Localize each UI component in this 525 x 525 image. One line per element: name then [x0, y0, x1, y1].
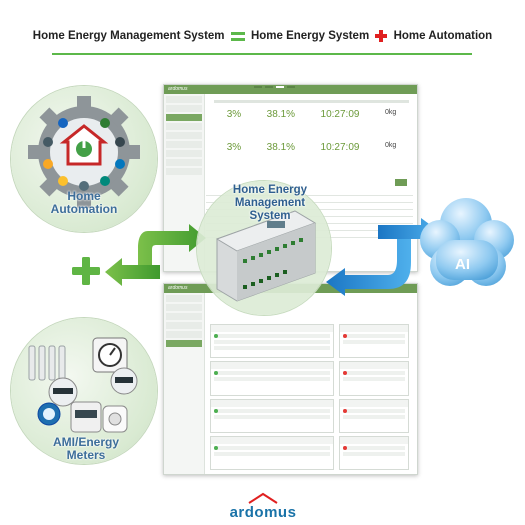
cloud-icon — [420, 198, 514, 286]
home-automation-graphic — [28, 96, 140, 208]
dashboard-sidebar — [164, 293, 205, 474]
brand-logo: ardomus — [215, 492, 311, 522]
tools-icon — [43, 137, 53, 147]
ai-label: AI — [455, 256, 470, 273]
house-icon — [59, 124, 109, 166]
title-home-automation: Home Automation — [393, 30, 493, 43]
dashboard-screenshot-bottom: ardomus — [163, 283, 418, 475]
gas-meter-icon — [70, 401, 102, 433]
controller-device-icon — [215, 210, 317, 302]
brand-name: ardomus — [229, 504, 297, 521]
hems-device — [215, 210, 317, 302]
metric-value: 3% — [226, 109, 242, 120]
home-automation-label: Home Automation — [50, 189, 118, 216]
smart-plug-icon — [102, 405, 128, 433]
sun-icon — [43, 159, 53, 169]
dashboard-logo: ardomus — [168, 285, 188, 291]
electric-meter-icon — [48, 377, 78, 407]
blue-arrow-left — [326, 239, 411, 296]
plus-icon — [375, 30, 388, 42]
title-hems: Home Energy Management System — [32, 30, 225, 43]
metric-value: 10:27:09 — [320, 142, 360, 153]
metric-value: 0kg — [384, 142, 397, 149]
dashboard-nav — [254, 86, 295, 88]
electric-meter-icon — [110, 367, 138, 395]
dashboard-logo: ardomus — [168, 86, 188, 92]
roof-icon — [248, 492, 278, 504]
bulb-icon — [58, 176, 68, 186]
metric-value: 0kg — [384, 109, 397, 116]
camera-icon — [79, 181, 89, 191]
diagram-title: Home Energy Management System Home Energ… — [0, 30, 525, 42]
ami-label: AMI/Energy Meters — [52, 435, 119, 462]
plus-icon — [72, 257, 100, 285]
device-cards-left — [210, 324, 334, 470]
ami-graphic — [28, 337, 138, 433]
device-cards-right — [339, 324, 409, 470]
plant-icon — [100, 118, 110, 128]
monitor-icon — [58, 118, 68, 128]
title-underline — [52, 53, 472, 55]
dashboard-topbar: ardomus — [164, 85, 417, 94]
lock-icon — [115, 137, 125, 147]
hems-label: Home Energy Management System — [232, 184, 308, 222]
metric-value: 10:27:09 — [320, 109, 360, 120]
dashboard-button — [395, 179, 407, 186]
water-meter-icon — [37, 402, 61, 426]
dial-meter-icon — [92, 337, 128, 373]
green-arrow-right — [138, 224, 206, 265]
metric-value: 38.1% — [266, 109, 296, 120]
meter-icon — [28, 345, 66, 381]
equals-icon — [230, 31, 245, 41]
dashboard-metrics: 3% 38.1% 10:27:09 0kg 3% 38.1% 10:27:09 … — [214, 100, 409, 153]
wifi-icon — [115, 159, 125, 169]
thermostat-icon — [100, 176, 110, 186]
metric-value: 3% — [226, 142, 242, 153]
metric-value: 38.1% — [266, 142, 296, 153]
title-home-energy-system: Home Energy System — [250, 30, 370, 43]
